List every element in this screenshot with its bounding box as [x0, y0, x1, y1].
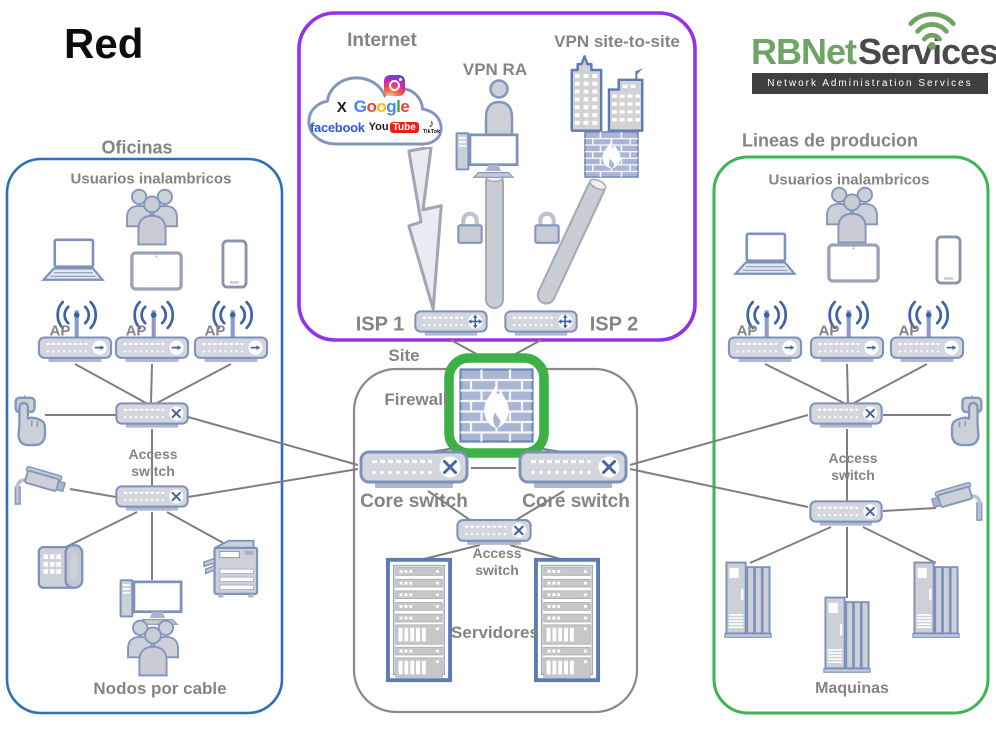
internet-box — [297, 11, 697, 342]
production-wireless-label: Usuarios inalambricos — [768, 171, 930, 189]
machine-icon — [911, 561, 961, 638]
ap-label: AP — [49, 322, 71, 340]
core-switch-2-label: Core switch — [522, 491, 630, 513]
internet-title: Internet — [347, 30, 417, 52]
production-machines-label: Maquinas — [815, 679, 889, 697]
touch-terminal-icon — [14, 394, 47, 447]
ap-label: AP — [898, 322, 920, 340]
tablet-icon — [130, 251, 183, 291]
isp2-label: ISP 2 — [589, 313, 639, 336]
offices-box — [5, 157, 284, 715]
laptop-icon — [734, 232, 796, 276]
offices-wireless-label: Usuarios inalambricos — [70, 170, 232, 188]
brand-tagline: Network Administration Services — [752, 73, 988, 94]
offices-access-switch-label: Access switch — [128, 446, 178, 479]
production-users-icon — [826, 186, 878, 244]
page-title: Red — [64, 20, 144, 67]
servers-label: Servidores — [451, 623, 539, 643]
ap-label: AP — [736, 322, 758, 340]
x-logo: X — [336, 99, 347, 116]
ap-label: AP — [125, 322, 147, 340]
machine-icon — [723, 561, 773, 638]
server-access-switch-icon — [457, 520, 530, 545]
facebook-logo: facebook — [309, 119, 365, 135]
vpn-ra-label: VPN RA — [462, 60, 528, 80]
isp2-router-icon — [505, 311, 576, 335]
remote-buildings-icon — [570, 55, 645, 132]
firewall-label: Firewall — [384, 390, 448, 410]
brand-logo: RBNet Services — [751, 33, 996, 71]
production-access-switch-1-icon — [810, 403, 881, 427]
server-access-switch-label: Access switch — [472, 545, 522, 578]
wired-users-icon — [127, 619, 179, 677]
cctv-camera-icon — [928, 482, 984, 522]
office-access-switch-2-icon — [116, 486, 187, 510]
site-title: Site — [388, 346, 420, 366]
offices-title: Oficinas — [101, 137, 173, 158]
core-switch-1-label: Core switch — [360, 491, 468, 513]
desk-phone-icon — [37, 544, 84, 589]
brand-name-primary: RBNet — [751, 31, 857, 72]
instagram-icon — [384, 75, 405, 96]
remote-firewall-icon — [584, 131, 639, 178]
smartphone-icon — [221, 239, 248, 289]
tiktok-note-icon: ♪ — [428, 118, 435, 130]
cctv-camera-icon — [13, 466, 69, 506]
server-rack-icon — [534, 557, 600, 683]
google-logo: Google — [353, 97, 410, 116]
offices-wired-label: Nodos por cable — [93, 679, 227, 699]
core-switch-1-icon — [361, 452, 467, 488]
vpn-site-to-site-label: VPN site-to-site — [554, 32, 680, 52]
production-access-switch-2-icon — [810, 501, 881, 525]
server-rack-icon — [386, 557, 452, 683]
padlock-icon — [535, 214, 558, 243]
printer-icon — [202, 539, 259, 599]
isp1-label: ISP 1 — [355, 313, 405, 336]
tiktok-logo: ♪TikTok — [422, 118, 440, 135]
office-access-switch-1-icon — [116, 403, 187, 427]
vpn-computer-icon — [455, 131, 519, 179]
ap-label: AP — [204, 322, 226, 340]
wifi-logo-icon — [906, 5, 958, 51]
production-box — [712, 155, 990, 715]
firewall-icon — [459, 368, 534, 443]
office-users-icon — [126, 188, 178, 246]
vpn-user-icon — [484, 79, 514, 137]
touch-terminal-icon — [950, 394, 983, 447]
core-switch-2-icon — [520, 452, 626, 488]
production-access-switch-label: Access switch — [828, 450, 878, 483]
vpn-tunnel-diagonal — [536, 178, 607, 305]
production-title: Lineas de producion — [741, 130, 919, 151]
ap-label: AP — [818, 322, 840, 340]
isp1-router-icon — [415, 311, 486, 335]
smartphone-icon — [935, 235, 962, 285]
lightning-bolt-icon — [407, 147, 444, 311]
laptop-icon — [42, 238, 104, 282]
cloud-logo-row-1: X Google — [314, 97, 432, 117]
tablet-icon — [827, 243, 880, 283]
padlock-icon — [458, 214, 481, 243]
desktop-computer-icon — [119, 578, 183, 626]
connection-lines — [45, 339, 951, 598]
zone-borders — [5, 11, 990, 715]
vpn-tunnel-vertical — [485, 172, 504, 309]
machine-icon — [822, 596, 872, 673]
